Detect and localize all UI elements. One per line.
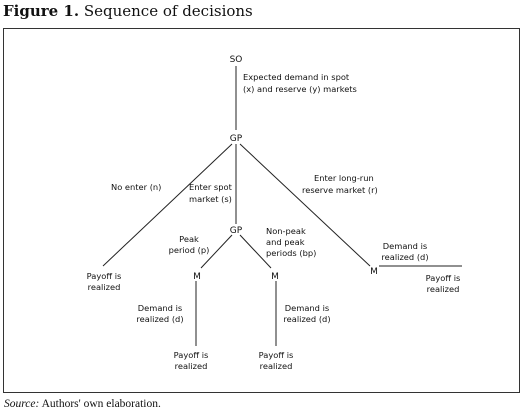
label-payoff-left-1: Payoff is bbox=[87, 271, 122, 281]
label-no-enter: No enter (n) bbox=[111, 182, 161, 192]
node-gp-mid: GP bbox=[230, 226, 243, 236]
label-demand-right-1: Demand is bbox=[383, 241, 427, 251]
edge-gp-nonpeak bbox=[239, 234, 272, 269]
label-payoff-right-2: realized bbox=[427, 284, 460, 294]
label-enter-long-run-1: Enter long-run bbox=[314, 173, 374, 183]
source-note: Source: Authors' own elaboration. bbox=[4, 398, 161, 410]
source-text: Authors' own elaboration. bbox=[39, 398, 161, 410]
figure-title: Figure 1. Sequence of decisions bbox=[3, 2, 253, 20]
label-enter-spot-1: Enter spot bbox=[189, 182, 233, 192]
label-demand-mid-1: Demand is bbox=[285, 303, 329, 313]
label-demand-left-2: realized (d) bbox=[136, 314, 183, 324]
label-payoff-b-2: realized bbox=[260, 361, 293, 371]
figure-number: Figure 1. bbox=[3, 2, 80, 20]
edge-gp-no-enter bbox=[102, 143, 233, 267]
label-nonpeak-2: and peak bbox=[266, 237, 305, 247]
label-demand-right-2: realized (d) bbox=[381, 252, 428, 262]
figure-caption: Sequence of decisions bbox=[79, 2, 253, 20]
node-m-mid: M bbox=[271, 272, 279, 282]
edge-gp-reserve bbox=[239, 143, 371, 267]
edge-gp-peak bbox=[200, 234, 233, 269]
label-peak-1: Peak bbox=[179, 234, 199, 244]
node-m-right: M bbox=[370, 267, 378, 277]
label-payoff-b-1: Payoff is bbox=[259, 350, 294, 360]
diagram-frame bbox=[3, 28, 520, 393]
node-gp-top: GP bbox=[230, 134, 243, 144]
label-payoff-a-1: Payoff is bbox=[174, 350, 209, 360]
label-payoff-left-2: realized bbox=[88, 282, 121, 292]
node-so: SO bbox=[230, 55, 243, 65]
label-payoff-right-1: Payoff is bbox=[426, 273, 461, 283]
node-m-left: M bbox=[193, 272, 201, 282]
label-demand-mid-2: realized (d) bbox=[283, 314, 330, 324]
label-expected-demand-2: (x) and reserve (y) markets bbox=[243, 84, 357, 94]
label-nonpeak-1: Non-peak bbox=[266, 226, 306, 236]
label-demand-left-1: Demand is bbox=[138, 303, 182, 313]
label-nonpeak-3: periods (bp) bbox=[266, 248, 316, 258]
label-payoff-a-2: realized bbox=[175, 361, 208, 371]
label-enter-long-run-2: reserve market (r) bbox=[302, 185, 378, 195]
source-prefix: Source: bbox=[4, 398, 40, 410]
label-enter-spot-2: market (s) bbox=[189, 194, 232, 204]
label-peak-2: period (p) bbox=[169, 245, 210, 255]
label-expected-demand-1: Expected demand in spot bbox=[243, 72, 350, 82]
